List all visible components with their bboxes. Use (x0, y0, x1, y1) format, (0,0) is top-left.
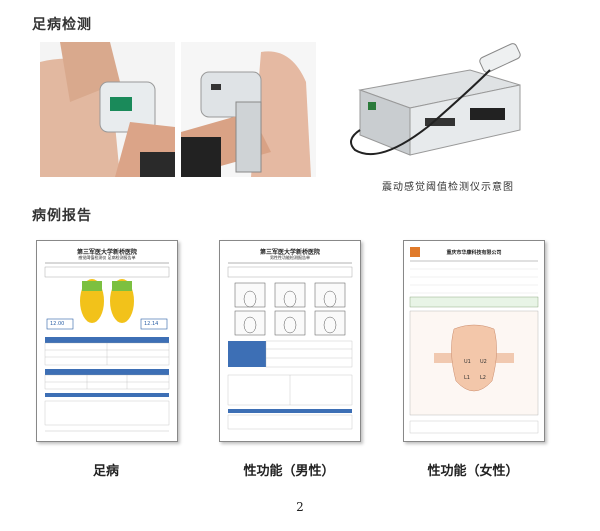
report-subtitle: 男性性功能检测报告单 (270, 255, 310, 260)
report-male-body (227, 262, 353, 430)
report-hospital: 第三军医大学新桥医院 (76, 249, 137, 256)
report-female: 重庆市华康科技有限公司 震动感觉阈值 DPT-II检查 · 女性感觉神经 U1 … (403, 240, 545, 442)
photo-probe-on-toe (181, 42, 316, 177)
right-foot-value: 12.14 (144, 321, 159, 327)
report-foot-caption: 足病 (92, 464, 119, 479)
photo-probe-on-sole (40, 42, 175, 177)
page-number: 2 (296, 500, 304, 514)
label-u2: U2 (480, 359, 487, 365)
label-u1: U1 (464, 359, 471, 365)
section-title-case-report: 病例报告 (32, 208, 92, 224)
left-foot-value: 12.00 (50, 321, 65, 327)
report-hospital: 第三军医大学新桥医院 (259, 249, 320, 256)
label-l1: L1 (464, 375, 470, 381)
report-hospital: 重庆市华康科技有限公司 (446, 250, 502, 256)
label-l2: L2 (480, 375, 486, 381)
report-male-caption: 性功能（男性） (243, 464, 335, 479)
report-female-body (409, 247, 539, 434)
report-subtitle: 感觉阈值检测仪 足病检测报告单 (78, 255, 136, 260)
report-foot-body (44, 262, 170, 432)
section-title-foot-detection: 足病检测 (32, 17, 92, 33)
photo-vibration-device (340, 30, 530, 170)
report-female-caption: 性功能（女性） (427, 464, 519, 479)
report-male: 第三军医大学新桥医院 男性性功能检测报告单 (219, 240, 361, 442)
device-caption: 震动感觉阈值检测仪示意图 (382, 182, 514, 193)
report-foot: 第三军医大学新桥医院 感觉阈值检测仪 足病检测报告单 12.00 12.14 (36, 240, 178, 442)
